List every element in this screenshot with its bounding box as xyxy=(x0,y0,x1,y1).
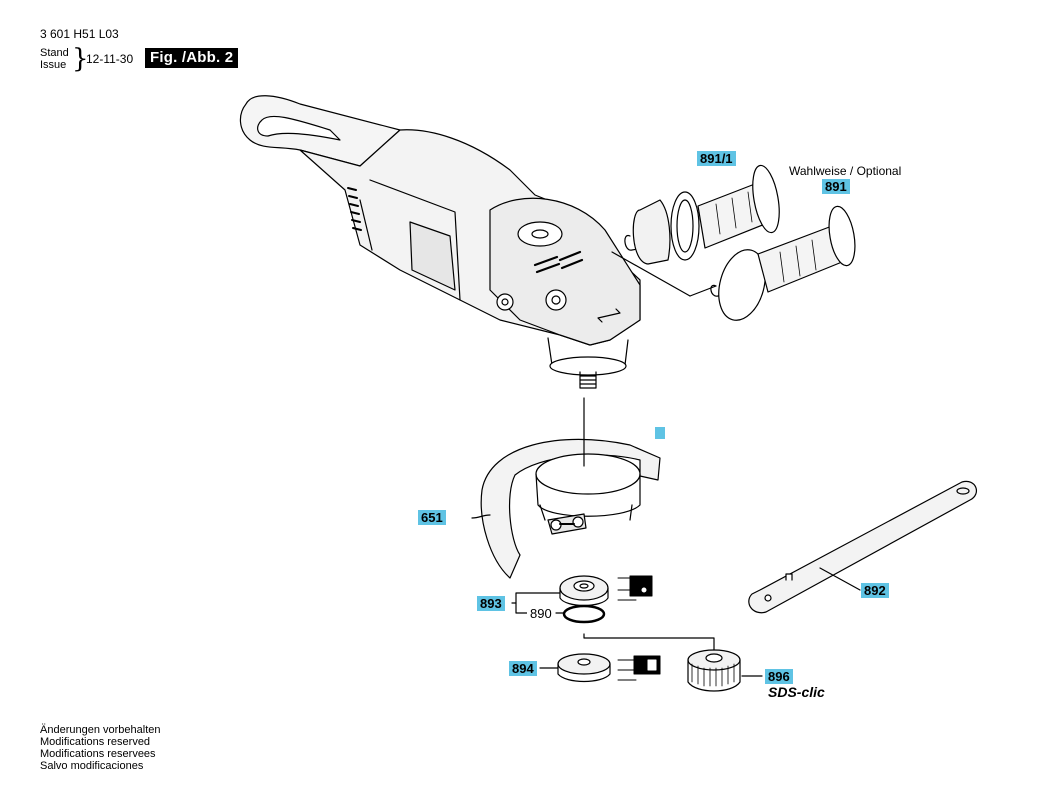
flange-orientation-symbol xyxy=(617,575,653,601)
footer-note-en: Modifications reserved xyxy=(40,736,151,748)
leader-892 xyxy=(819,567,861,591)
part-number: 3 601 H51 L03 xyxy=(40,27,119,41)
callout-651: 651 xyxy=(418,510,446,525)
issue-label: Issue xyxy=(40,59,67,71)
flange-893 xyxy=(559,575,609,607)
callout-892: 892 xyxy=(861,583,889,598)
callout-890: 890 xyxy=(527,606,555,621)
leader-893-lower xyxy=(515,602,529,614)
issue-date: 12-11-30 xyxy=(86,52,134,66)
assembly-line-nuts xyxy=(583,633,715,651)
callout-891-1: 891/1 xyxy=(697,151,736,166)
footer-note-es: Salvo modificaciones xyxy=(40,760,144,772)
sds-clic-nut-896 xyxy=(687,649,741,692)
callout-891: 891 xyxy=(822,179,850,194)
marker-square xyxy=(655,427,665,439)
leader-651 xyxy=(471,514,491,519)
clamping-nut-894 xyxy=(557,653,611,683)
footer-note-fr: Modifications reservees xyxy=(40,748,156,760)
grinder-body xyxy=(239,95,641,389)
figure-label: Fig. /Abb. 2 xyxy=(145,48,239,68)
wheel-guard-651 xyxy=(480,438,661,579)
brace-symbol: } xyxy=(72,44,89,74)
callout-894: 894 xyxy=(509,661,537,676)
nut-orientation-symbol xyxy=(617,655,661,681)
leader-893-upper xyxy=(511,592,561,604)
o-ring-890 xyxy=(562,604,606,624)
side-handle-891-1 xyxy=(624,164,780,265)
footer-note-de: Änderungen vorbehalten xyxy=(40,724,161,736)
stand-label: Stand xyxy=(40,47,69,59)
optional-text: Wahlweise / Optional xyxy=(789,164,902,178)
callout-896: 896 xyxy=(765,669,793,684)
spanner-892 xyxy=(748,480,978,614)
callout-893: 893 xyxy=(477,596,505,611)
side-handle-891 xyxy=(710,205,856,321)
sds-clic-logo: SDS-clic xyxy=(768,684,825,700)
